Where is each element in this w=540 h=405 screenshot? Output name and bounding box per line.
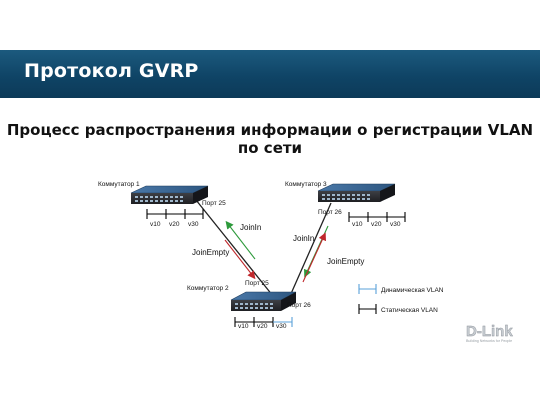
switch-3-name: Коммутатор 3 bbox=[285, 181, 327, 188]
right-joinin-label: JoinIn bbox=[293, 234, 314, 243]
switch-2-vlan-v20: v20 bbox=[257, 323, 268, 330]
switch-3-vlan-v20: v20 bbox=[371, 221, 382, 228]
top-band bbox=[0, 0, 540, 50]
switch-1-vlan-v20: v20 bbox=[169, 221, 180, 228]
dlink-logo: D-Link bbox=[466, 323, 513, 340]
switch-2-name: Коммутатор 2 bbox=[187, 285, 229, 292]
right-joinempty-label: JoinEmpty bbox=[327, 257, 364, 266]
bottom-band bbox=[0, 354, 540, 405]
switch-1-port: Порт 25 bbox=[202, 200, 226, 207]
switch-2-vlan-v30: v30 bbox=[276, 323, 287, 330]
slide-header bbox=[0, 50, 540, 98]
switch-2-port-26: Порт 26 bbox=[287, 302, 311, 309]
left-joinempty-label: JoinEmpty bbox=[192, 248, 229, 257]
link-switch2-switch3 bbox=[289, 202, 332, 297]
switch-1 bbox=[130, 185, 209, 204]
legend-dynamic-vlan-label: Динамическая VLAN bbox=[381, 287, 444, 294]
legend-dynamic-vlan-symbol bbox=[358, 284, 377, 294]
switch-3-vlan-bar bbox=[348, 212, 406, 222]
dlink-tagline: Building Networks for People bbox=[466, 339, 512, 343]
switch-3 bbox=[317, 183, 396, 202]
switch-1-vlan-v30: v30 bbox=[188, 221, 199, 228]
switch-1-name: Коммутатор 1 bbox=[98, 181, 140, 188]
switch-3-vlan-v30: v30 bbox=[390, 221, 401, 228]
switch-3-vlan-v10: v10 bbox=[352, 221, 363, 228]
link-switch1-switch2 bbox=[195, 199, 274, 297]
right-joinempty-arrow bbox=[302, 232, 326, 283]
switch-2 bbox=[230, 291, 297, 311]
legend-static-vlan-label: Статическая VLAN bbox=[381, 307, 438, 314]
left-joinempty-arrow bbox=[224, 239, 256, 280]
switch-2-vlan-bar bbox=[234, 317, 293, 327]
slide-subtitle: Процесс распространения информации о рег… bbox=[6, 121, 534, 157]
switch-2-port-25: Порт 25 bbox=[245, 280, 269, 287]
switch-1-vlan-v10: v10 bbox=[150, 221, 161, 228]
legend-static-vlan-symbol bbox=[358, 304, 377, 314]
left-joinin-arrow bbox=[225, 220, 256, 260]
slide-title: Протокол GVRP bbox=[24, 60, 199, 82]
left-joinin-label: JoinIn bbox=[240, 223, 261, 232]
switch-3-port: Порт 26 bbox=[318, 209, 342, 216]
switch-2-vlan-v10: v10 bbox=[238, 323, 249, 330]
switch-1-vlan-bar bbox=[146, 209, 204, 219]
